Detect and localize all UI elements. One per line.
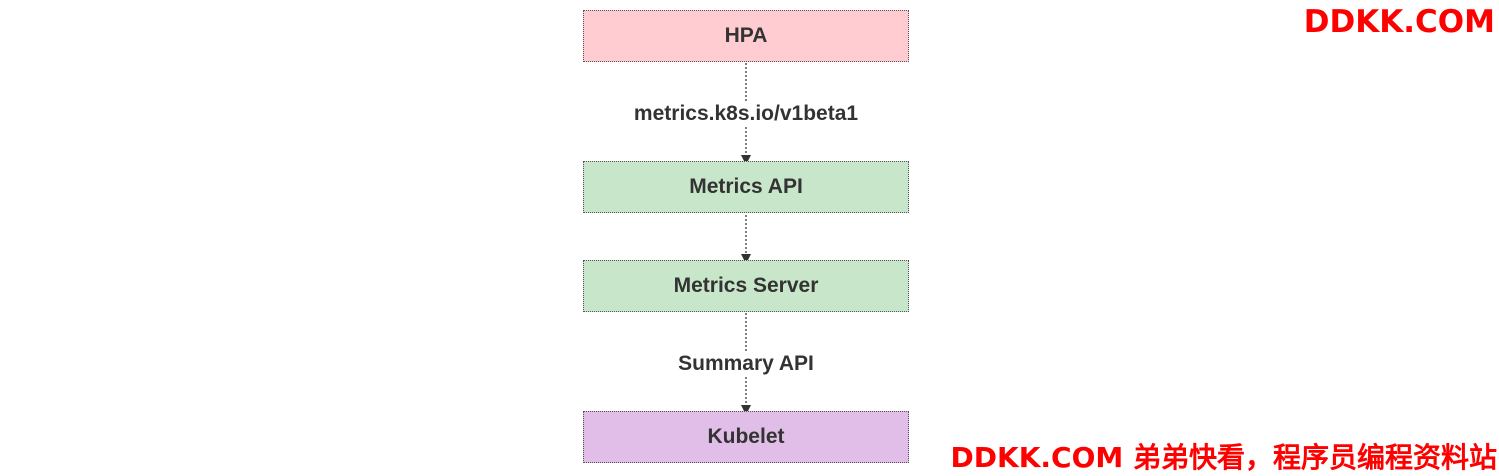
watermark-top-right: DDKK.COM [1303,4,1495,40]
node-metrics-server: Metrics Server [583,260,909,312]
node-hpa: HPA [583,10,909,62]
watermark-bottom-right: DDKK.COM 弟弟快看，程序员编程资料站 [950,441,1497,474]
node-metrics-api: Metrics API [583,161,909,213]
edge-label-metrics-api-group: metrics.k8s.io/v1beta1 [545,101,947,127]
node-kubelet: Kubelet [583,411,909,463]
edge-label-summary-api: Summary API [545,351,947,377]
